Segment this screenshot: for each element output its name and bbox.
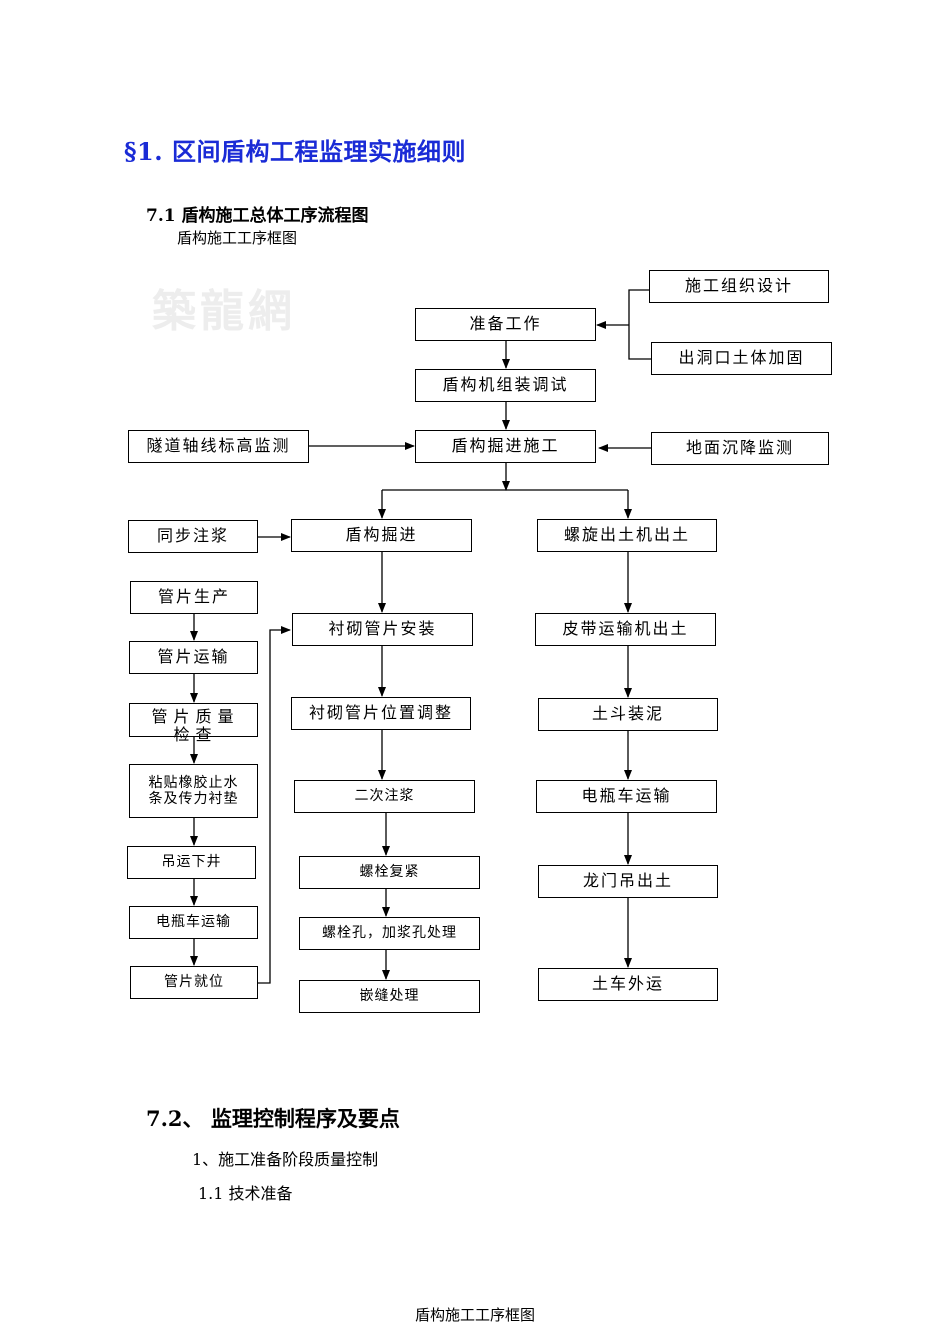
node-segment-installation: 衬砌管片安装 (292, 613, 473, 646)
node-gantry-crane: 龙门吊出土 (538, 865, 718, 898)
node-segment-transport: 管片运输 (129, 641, 258, 674)
section-heading-7-2: 7.2、 监理控制程序及要点 (146, 1106, 400, 1131)
node-rubber-strip: 粘贴橡胶止水条及传力衬垫 (129, 764, 258, 818)
node-segment-positioning: 管片就位 (130, 966, 258, 999)
section-title: §1. 区间盾构工程监理实施细则 (124, 137, 466, 166)
node-sync-grouting: 同步注浆 (128, 520, 258, 553)
watermark: 築龍網 (152, 286, 296, 337)
node-tunneling-construction: 盾构掘进施工 (415, 430, 596, 463)
node-bolt-hole-treatment: 螺栓孔，加浆孔处理 (299, 917, 480, 950)
node-battery-car-transport-right: 电瓶车运输 (536, 780, 717, 813)
node-truck-haul: 土车外运 (538, 968, 718, 1001)
node-segment-quality-check: 管片质量检查 (129, 703, 258, 744)
subsection-title: 7.1 盾构施工总体工序流程图 (146, 206, 369, 226)
diagram-caption: 盾构施工工序框图 (177, 229, 298, 247)
node-screw-conveyor: 螺旋出土机出土 (537, 519, 717, 552)
node-soil-bucket-loading: 土斗装泥 (538, 698, 718, 731)
list-item-1: 1、施工准备阶段质量控制 (192, 1150, 379, 1169)
node-bolt-retighten: 螺栓复紧 (299, 856, 480, 889)
node-segment-adjustment: 衬砌管片位置调整 (291, 697, 471, 730)
node-belt-conveyor: 皮带运输机出土 (535, 613, 716, 646)
node-machine-assembly: 盾构机组装调试 (415, 369, 596, 402)
node-segment-production: 管片生产 (130, 581, 258, 614)
node-construction-design: 施工组织设计 (649, 270, 829, 303)
node-secondary-grouting: 二次注浆 (294, 780, 475, 813)
node-ground-settlement-monitoring: 地面沉降监测 (651, 432, 829, 465)
node-hoist-down-shaft: 吊运下井 (127, 846, 256, 879)
page-footer: 盾构施工工序框图 (414, 1306, 535, 1324)
node-joint-treatment: 嵌缝处理 (299, 980, 480, 1013)
node-soil-reinforcement: 出洞口土体加固 (651, 342, 832, 375)
node-battery-car-transport-left: 电瓶车运输 (129, 906, 258, 939)
list-item-1-1: 1.1 技术准备 (198, 1184, 293, 1203)
node-tunneling: 盾构掘进 (291, 519, 472, 552)
node-axis-monitoring: 隧道轴线标高监测 (128, 430, 309, 463)
node-preparation: 准备工作 (415, 308, 596, 341)
